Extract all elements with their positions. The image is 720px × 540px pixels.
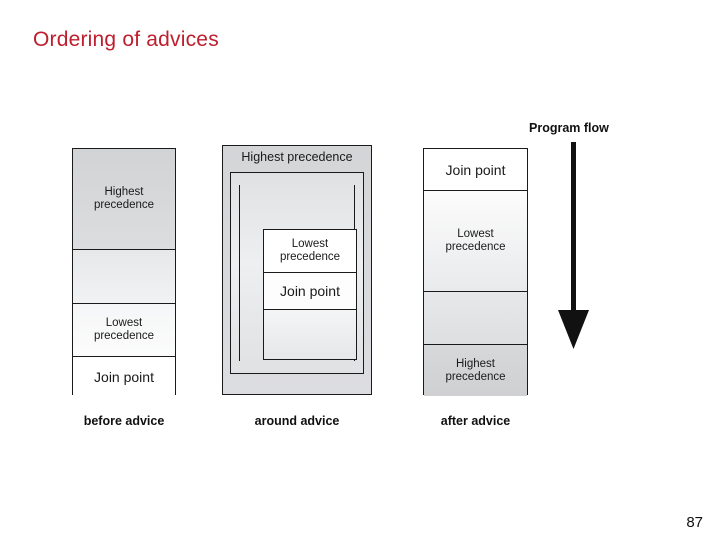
label-line-1: Lowest: [457, 228, 494, 240]
before-segment-middle: [73, 249, 175, 303]
before-join-point-label: Join point: [94, 368, 154, 385]
label-line-1: Lowest: [291, 238, 329, 250]
after-segment-lowest-label: Lowest precedence: [441, 228, 509, 254]
after-segment-highest-label: Highest precedence: [441, 358, 509, 384]
label-line-2: precedence: [279, 251, 341, 263]
label-line-1: Highest: [104, 186, 144, 198]
around-advice-stack: Highest precedence Lowest precedence Joi…: [222, 145, 372, 395]
after-segment-lowest: Lowest precedence: [424, 190, 527, 291]
label-line-1: Highest: [455, 357, 495, 370]
label-line-2: precedence: [93, 199, 155, 211]
before-segment-lowest: Lowest precedence: [73, 303, 175, 356]
around-join-point-label: Join point: [280, 283, 340, 299]
label-line-2: precedence: [445, 370, 506, 383]
after-segment-highest: Highest precedence: [424, 344, 527, 396]
page-title: Ordering of advices: [33, 28, 219, 51]
around-segment-lowest: Lowest precedence: [264, 230, 356, 272]
after-advice-stack: Join point Lowest precedence Highest pre…: [423, 148, 528, 396]
after-join-point-label: Join point: [445, 161, 506, 178]
after-segment-join-point: Join point: [424, 149, 527, 190]
before-segment-highest-label: Highest precedence: [90, 186, 158, 212]
around-segment-empty: [264, 309, 356, 359]
around-segment-lowest-label: Lowest precedence: [276, 238, 344, 264]
around-inner-stack: Lowest precedence Join point: [263, 229, 357, 360]
label-line-2: precedence: [445, 241, 506, 253]
caption-before-advice: before advice: [83, 414, 165, 428]
before-segment-highest: Highest precedence: [73, 149, 175, 249]
page-number: 87: [686, 514, 703, 531]
caption-after-advice: after advice: [440, 414, 511, 428]
label-line-2: precedence: [93, 330, 155, 342]
caption-around-advice: around advice: [254, 414, 340, 428]
around-highest-precedence-label: Highest precedence: [241, 150, 353, 164]
after-segment-middle: [424, 291, 527, 344]
before-segment-lowest-label: Lowest precedence: [90, 317, 158, 343]
program-flow-label: Program flow: [529, 121, 609, 135]
before-segment-join-point: Join point: [73, 356, 175, 396]
before-advice-stack: Highest precedence Lowest precedence Joi…: [72, 148, 176, 396]
label-line-1: Lowest: [105, 317, 143, 329]
down-arrow-icon: [558, 142, 589, 349]
around-segment-join-point: Join point: [264, 272, 356, 309]
